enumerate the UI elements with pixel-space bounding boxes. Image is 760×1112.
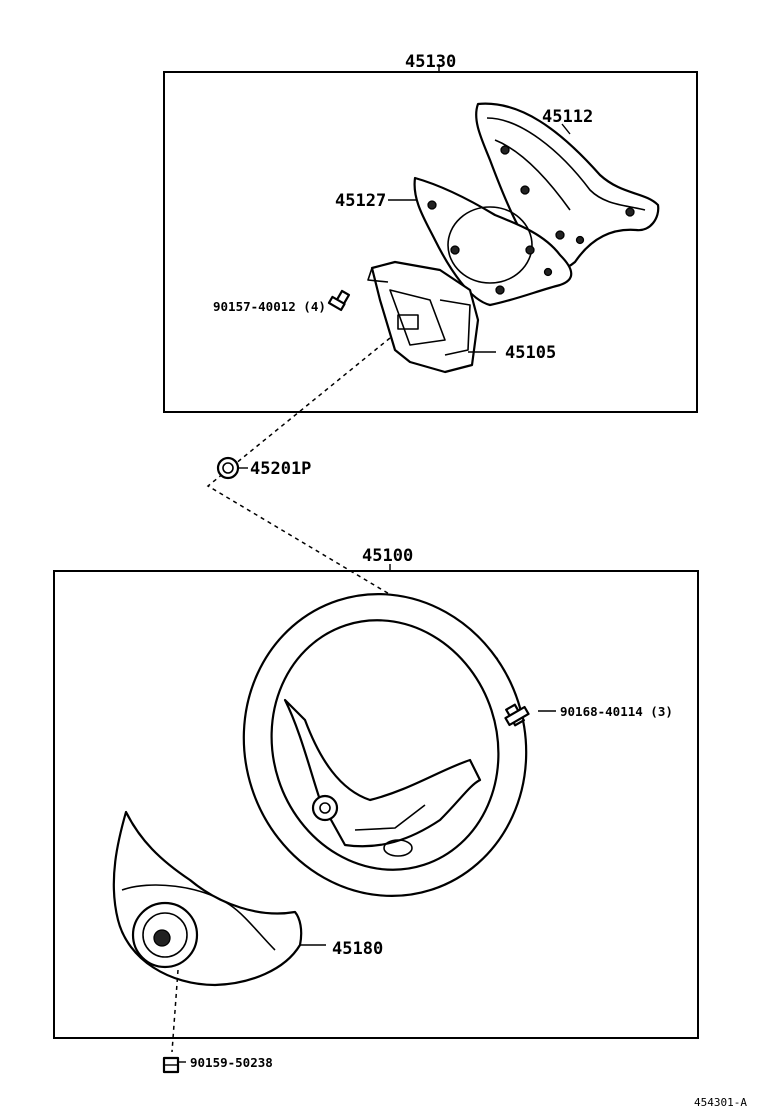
label-45130: 45130: [405, 52, 456, 72]
upper-assembly-group: 45130 45112 45127: [163, 52, 698, 413]
label-45180: 45180: [332, 939, 383, 959]
label-90159-50238: 90159-50238: [190, 1055, 273, 1070]
label-45201P: 45201P: [250, 459, 311, 479]
lower-assembly-frame: [53, 570, 699, 1039]
label-45100: 45100: [362, 546, 413, 566]
steering-wheel-part: [242, 593, 528, 897]
nut-part: [216, 456, 240, 480]
figure-code: 454301-A: [694, 1096, 747, 1109]
screw-part: [162, 1056, 180, 1074]
label-45112: 45112: [542, 107, 593, 127]
leader-dashed-lower: [171, 969, 179, 1053]
label-45127: 45127: [335, 191, 386, 211]
label-90157-40012: 90157-40012 (4): [213, 299, 326, 314]
bolt-90157-part: [327, 289, 351, 312]
bolt-90168-part: [504, 703, 530, 727]
horn-pad-part: [112, 810, 303, 987]
spoke-plate-part: [413, 176, 573, 307]
lower-assembly-group: 45100 90168-40114 (3) 45180: [53, 546, 699, 1039]
upper-assembly-frame: [163, 71, 698, 413]
bracket-part: [367, 260, 480, 374]
label-45105: 45105: [505, 343, 556, 363]
label-90168-40114: 90168-40114 (3): [560, 704, 673, 719]
